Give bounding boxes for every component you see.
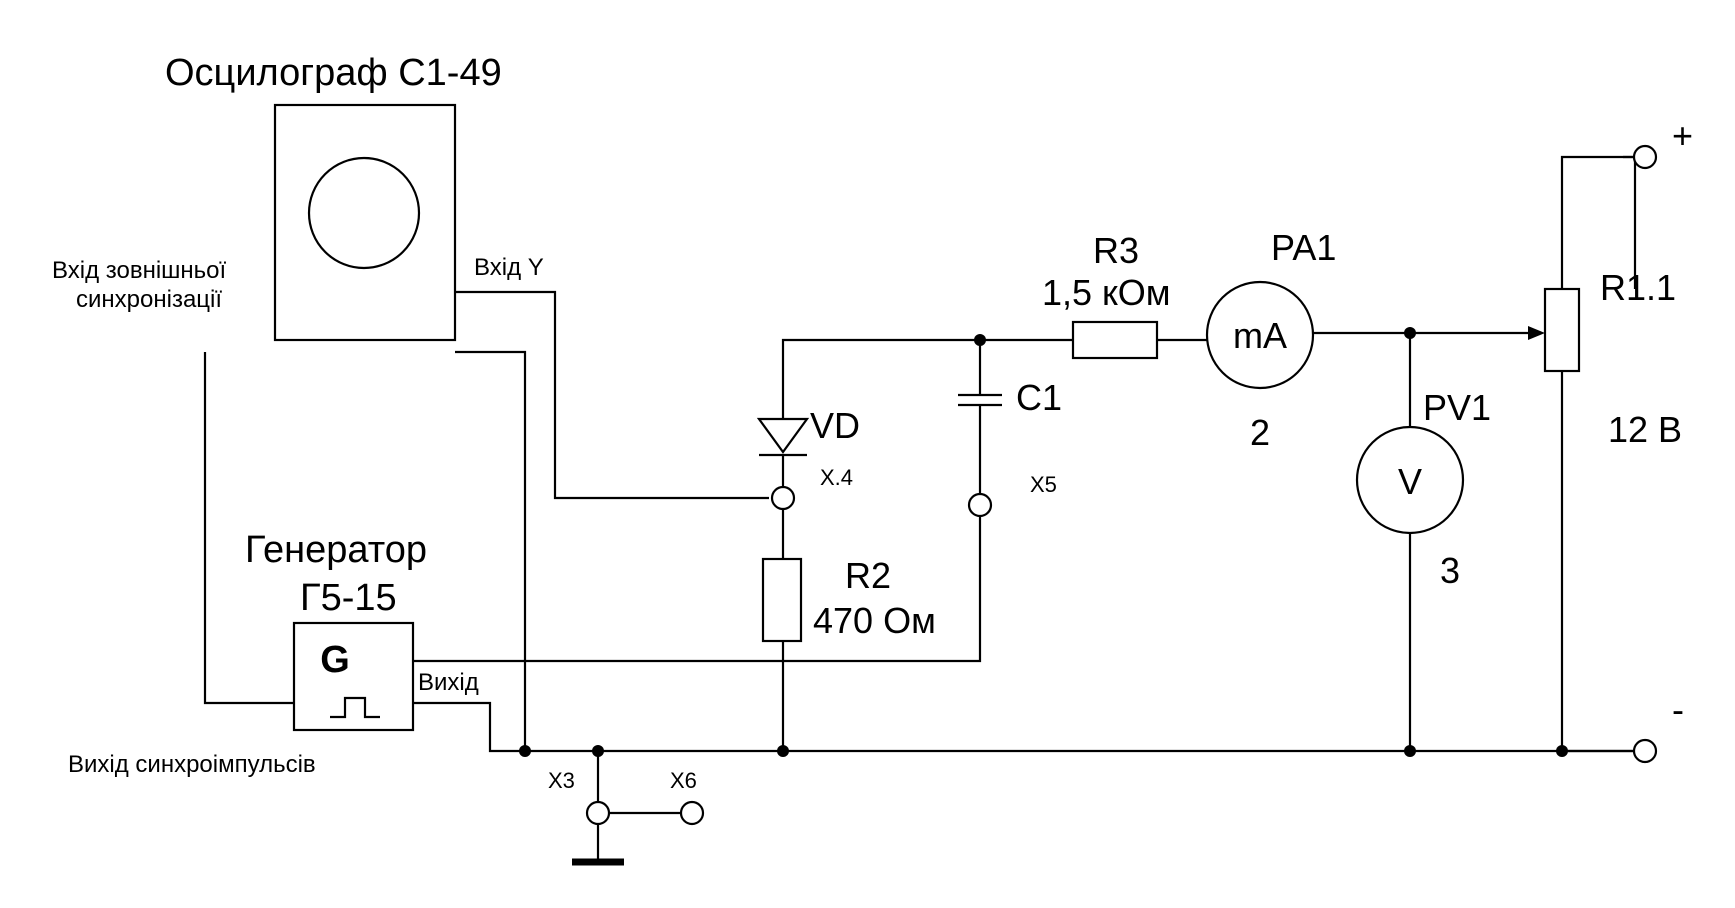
r3-value: 1,5 кОм xyxy=(1042,272,1171,313)
voltmeter-number: 3 xyxy=(1440,550,1460,591)
sync-output-label: Вихід синхроімпульсів xyxy=(68,751,316,778)
wire-osc-ground xyxy=(455,350,527,751)
potentiometer-r1 xyxy=(1543,287,1581,373)
junction-dot xyxy=(1404,745,1416,757)
junction-dot xyxy=(519,745,531,757)
wire-pot-plus xyxy=(1560,155,1634,289)
terminal-x6-label: X6 xyxy=(670,768,697,793)
r2-value: 470 Ом xyxy=(813,600,936,641)
capacitor-label: C1 xyxy=(1016,377,1062,418)
junction-dot xyxy=(974,334,986,346)
generator-title-line2: Г5-15 xyxy=(300,577,397,619)
resistor-r2 xyxy=(761,557,803,643)
supply-minus-label: - xyxy=(1672,689,1684,730)
junction-dot xyxy=(777,745,789,757)
terminal-minus xyxy=(1632,738,1658,764)
terminal-x4-label: X.4 xyxy=(820,465,853,490)
wire-bottom-bus xyxy=(413,701,1635,753)
voltmeter xyxy=(1355,425,1465,535)
generator-output-label: Вихід xyxy=(418,669,479,696)
input-y-label: Вхід Y xyxy=(474,254,544,281)
ammeter-name: PA1 xyxy=(1271,227,1336,268)
terminal-x5-label: X5 xyxy=(1030,472,1057,497)
capacitor-c1 xyxy=(958,393,1002,407)
terminal-x3-label: X3 xyxy=(548,768,575,793)
resistor-r3 xyxy=(1071,320,1159,360)
wires xyxy=(203,155,1637,866)
terminal-x6 xyxy=(679,800,705,826)
wire-input-y xyxy=(455,290,769,500)
junction-dot xyxy=(1556,745,1568,757)
r2-name: R2 xyxy=(845,555,891,596)
wire-gen-output xyxy=(413,516,982,663)
ext-sync-label-line1: Вхід зовнішньої xyxy=(52,257,227,284)
terminal-x4 xyxy=(770,485,796,511)
supply-plus-label: + xyxy=(1672,115,1693,156)
junction-dot xyxy=(592,745,604,757)
voltmeter-symbol: V xyxy=(1398,461,1422,502)
ammeter-symbol: mA xyxy=(1233,315,1287,356)
wire-ext-sync xyxy=(203,352,294,705)
terminal-plus xyxy=(1632,144,1658,170)
ammeter xyxy=(1205,280,1315,390)
generator xyxy=(292,621,415,732)
oscilloscope-title: Осцилограф С1-49 xyxy=(165,52,502,94)
oscilloscope-screen xyxy=(307,156,421,270)
ext-sync-label-line2: синхронізації xyxy=(76,286,222,313)
voltmeter-name: PV1 xyxy=(1423,387,1491,428)
pulse-icon xyxy=(330,696,380,719)
wire-top-left xyxy=(781,338,980,431)
junction-dot xyxy=(1404,327,1416,339)
generator-body xyxy=(292,621,415,732)
diode-label: VD xyxy=(810,405,860,446)
diode-vd xyxy=(756,417,810,457)
terminal-x3 xyxy=(585,800,611,826)
terminal-x5 xyxy=(967,492,993,518)
supply-voltage: 12 В xyxy=(1608,409,1682,450)
pot-label: R1.1 xyxy=(1600,267,1676,308)
oscilloscope xyxy=(273,103,457,342)
pot-wiper-arrow xyxy=(1528,326,1545,340)
ammeter-number: 2 xyxy=(1250,412,1270,453)
generator-title-line1: Генератор xyxy=(245,529,427,571)
r3-name: R3 xyxy=(1093,230,1139,271)
generator-symbol: G xyxy=(320,639,350,681)
diode-triangle xyxy=(756,417,810,454)
